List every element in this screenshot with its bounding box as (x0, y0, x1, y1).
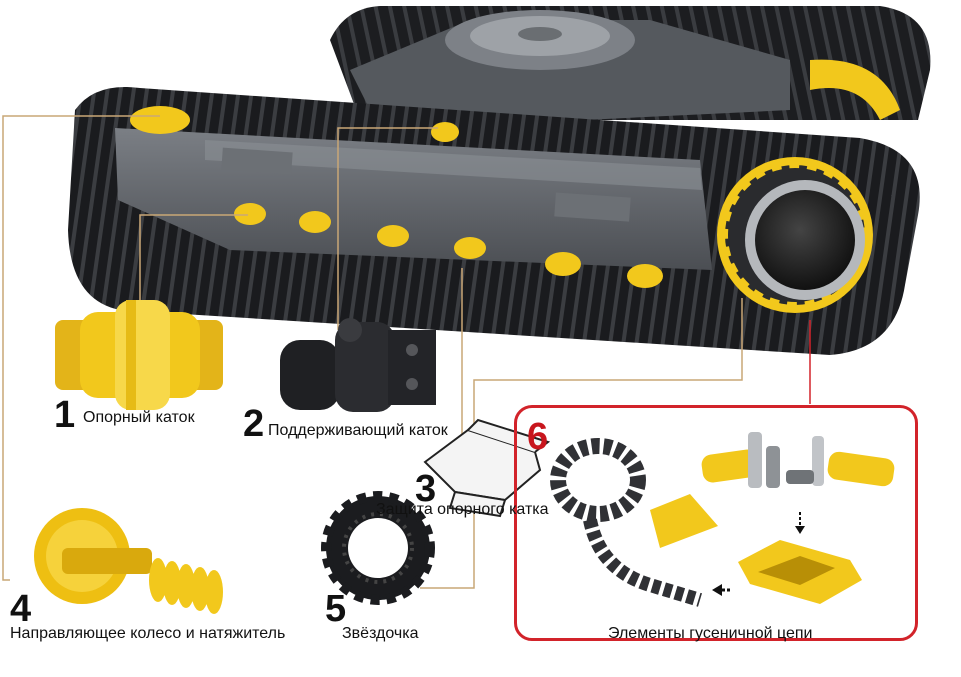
track-roller-part (55, 300, 223, 410)
part-number-5: 5 (325, 588, 347, 630)
part-number-2: 2 (243, 403, 265, 445)
carrier-roller-part (280, 318, 436, 412)
part-label-4: Направляющее колесо и натяжитель (10, 625, 286, 642)
undercarriage-main (68, 6, 931, 356)
leader-line-4 (2, 115, 160, 581)
track-rollers (234, 203, 663, 288)
part-label-1: Опорный каток (83, 409, 195, 426)
part-label-6: Элементы гусеничной цепи (608, 625, 813, 642)
leader-line-5 (420, 298, 743, 589)
part-label-2: Поддерживающий каток (268, 422, 448, 439)
part-label-5: Звёздочка (342, 625, 419, 642)
leader-lines (2, 115, 811, 589)
roller-guard-part (423, 418, 551, 518)
chain-elements-part (550, 432, 895, 607)
part-number-4: 4 (10, 588, 32, 630)
idler-tensioner-part (34, 508, 223, 614)
leader-line-1 (139, 214, 248, 310)
part-number-1: 1 (54, 394, 76, 436)
part-number-6: 6 (527, 416, 549, 458)
leader-line-2 (337, 127, 438, 330)
part-number-3: 3 (415, 468, 437, 510)
drive-sprocket (717, 157, 873, 313)
part-label-3: Защита опорного катка (376, 501, 549, 518)
sprocket-part (321, 491, 435, 605)
chain-elements-highlight-box (514, 405, 918, 641)
